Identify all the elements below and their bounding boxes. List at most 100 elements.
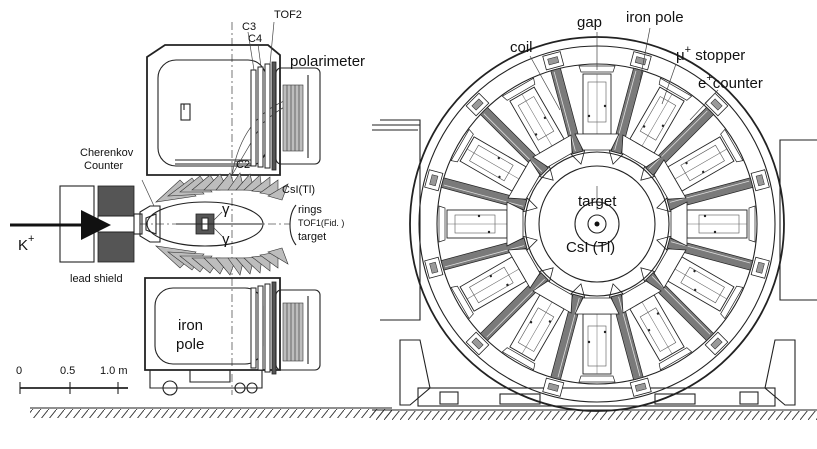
scale-tick-0: 0: [16, 365, 22, 377]
side-flanges: [372, 119, 817, 321]
label-target-left: target: [298, 231, 326, 243]
yoke-pocket: [720, 285, 744, 320]
label-coil: coil: [510, 39, 533, 56]
sector-gap-7: [501, 280, 573, 371]
label-c3: C3: [242, 21, 256, 33]
detail-dot: [529, 320, 533, 324]
label-rings: rings: [298, 204, 322, 216]
sector-gap-4: [653, 248, 744, 320]
inner-rings: [524, 151, 670, 297]
sector-coil-10: [465, 92, 554, 181]
iron-pole-piece: [621, 134, 662, 168]
sector-gap-2: [653, 128, 744, 200]
label-kplus: K+: [18, 233, 34, 254]
ground-right: [372, 409, 817, 420]
gap-centerline: [641, 301, 673, 355]
coil-highlight: [651, 276, 711, 335]
detail-dot: [656, 312, 660, 315]
iron-pole-piece: [532, 134, 573, 168]
coil-highlight: [483, 113, 543, 172]
sector-coil-9: [424, 169, 538, 213]
label-lead-shield: lead shield: [70, 273, 123, 285]
yoke-pocket: [450, 128, 474, 163]
gap-centerline: [674, 268, 728, 300]
detail-dot: [477, 214, 481, 218]
yoke-pocket: [578, 375, 616, 383]
coil-highlight: [553, 71, 576, 152]
detail-dot: [685, 161, 688, 165]
detail-dot: [603, 330, 607, 334]
detail-dot: [701, 170, 705, 174]
coil-highlight: [443, 184, 524, 207]
coil-highlight: [486, 278, 545, 338]
iron-pole-piece: [653, 159, 687, 200]
iron-pole-piece: [506, 201, 524, 247]
detail-dot: [498, 175, 501, 179]
label-gamma-lower: γ: [222, 231, 230, 248]
detail-dot: [661, 124, 665, 128]
label-c2: C2: [236, 159, 250, 171]
tracking-chambers-upper: [250, 61, 277, 171]
label-gamma-upper: γ: [222, 201, 230, 218]
iron-pole-piece: [653, 248, 687, 289]
iron-pole-piece: [532, 280, 573, 314]
sector-gap-11: [501, 77, 573, 168]
detail-dot: [603, 104, 607, 108]
detail-dot: [642, 125, 646, 128]
detail-dot: [587, 114, 591, 118]
sector-gap-9: [438, 201, 524, 247]
gap-centerline: [466, 148, 520, 180]
yoke-pocket: [658, 77, 693, 101]
coil-highlight: [669, 180, 750, 203]
coil-clamp-inner: [547, 382, 560, 392]
sector-gap-5: [621, 280, 693, 371]
coil-highlight: [614, 70, 637, 151]
coil-clamp-inner: [634, 382, 647, 392]
yoke-pocket: [748, 205, 756, 243]
label-iron: iron: [178, 317, 203, 334]
iron-pole-piece: [507, 248, 541, 289]
sector-modules: [424, 51, 770, 397]
coil-clamp-inner: [471, 98, 484, 111]
sector-gap-0: [574, 65, 620, 151]
coil-clamp-inner: [471, 337, 484, 350]
detail-dot: [693, 288, 697, 292]
detail-dot: [497, 156, 501, 160]
gap-centerline: [521, 93, 553, 147]
detail-dot: [713, 230, 717, 234]
coil-clamp-inner: [429, 174, 439, 187]
rings-bracket: [289, 204, 297, 246]
coil-highlight: [649, 110, 708, 170]
tracking-chambers-lower: [250, 281, 321, 375]
csi-barrel-lower: [155, 245, 289, 276]
yoke-pocket: [438, 205, 446, 243]
label-pole: pole: [176, 336, 204, 353]
coil-highlight: [670, 241, 751, 264]
sector-gap-8: [450, 248, 541, 320]
label-counter: Counter: [84, 160, 123, 172]
yoke-pocket: [720, 128, 744, 163]
label-polarimeter: polarimeter: [290, 53, 365, 70]
sector-coil-4: [640, 267, 729, 356]
detail-dot: [548, 320, 552, 323]
detail-dot: [489, 274, 493, 278]
left-side-view: C3 C4 TOF2 polarimeter C2 Cherenkov Coun…: [10, 9, 392, 418]
label-gap: gap: [577, 14, 602, 31]
detail-dot: [587, 340, 591, 344]
iron-pole-piece: [574, 133, 620, 151]
right-end-view: coil gap iron pole μ+ stopper e+counter …: [372, 9, 817, 420]
gamma-ray-upper: [213, 211, 223, 221]
iron-pole-piece: [621, 280, 662, 314]
scale-bar: [19, 382, 128, 394]
gap-centerline: [674, 148, 728, 180]
target-region-side: [146, 201, 264, 247]
scale-tick-05: 0.5: [60, 365, 75, 377]
sector-coil-2: [656, 169, 770, 213]
sector-gap-6: [574, 297, 620, 383]
coil-clamp-inner: [547, 56, 560, 66]
coil-highlight: [444, 245, 525, 268]
detail-dot: [693, 269, 696, 273]
label-e-counter: e+counter: [698, 72, 763, 92]
yoke-pocket: [450, 285, 474, 320]
